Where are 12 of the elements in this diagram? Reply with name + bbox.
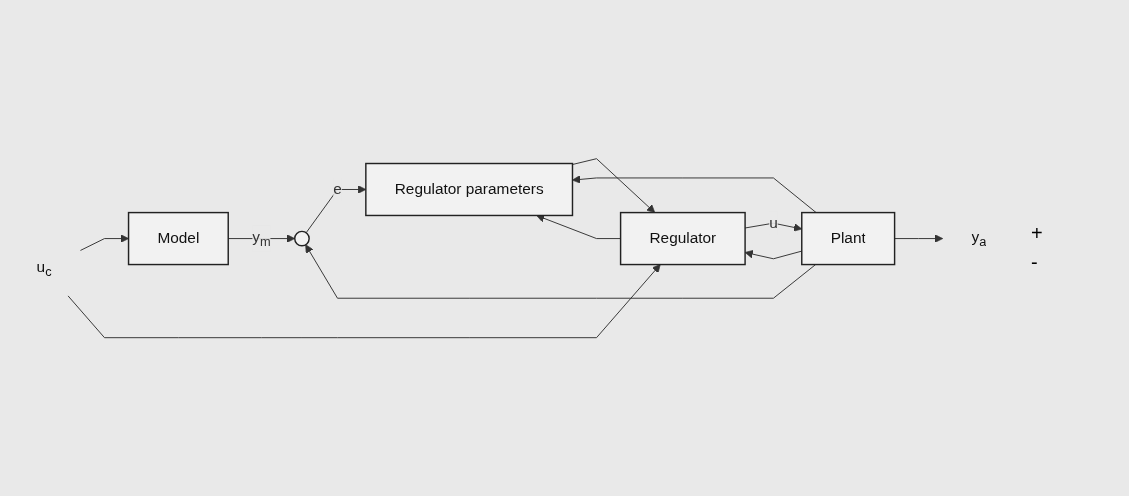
node-box: Regulator [619,211,746,266]
node-box: Regulator parameters [365,162,574,216]
edge-label: y$_{m}$ [252,228,271,249]
sign-label: - [1031,251,1039,274]
node-text: u$_{c}$ [36,258,52,279]
node-circle [294,230,310,247]
node-box: Model [127,211,229,266]
sign-label: + [1031,222,1044,245]
edge-label: e [333,180,342,197]
node-text: y$_{a}$ [971,228,987,249]
node-box: Plant [801,211,896,266]
edge-label: u [769,214,778,231]
